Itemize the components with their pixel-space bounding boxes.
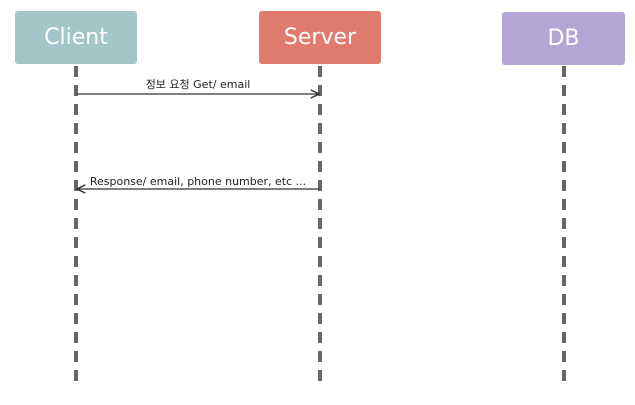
response-label: Response/ email, phone number, etc ... <box>90 175 306 188</box>
client-actor-label: Client <box>44 25 108 50</box>
server-actor-box: Server <box>259 11 381 64</box>
server-actor-label: Server <box>283 25 357 50</box>
request-label: 정보 요청 Get/ email <box>146 78 251 91</box>
client-actor-box: Client <box>15 11 137 64</box>
db-actor-label: DB <box>547 26 580 51</box>
db-actor-box: DB <box>502 12 625 65</box>
